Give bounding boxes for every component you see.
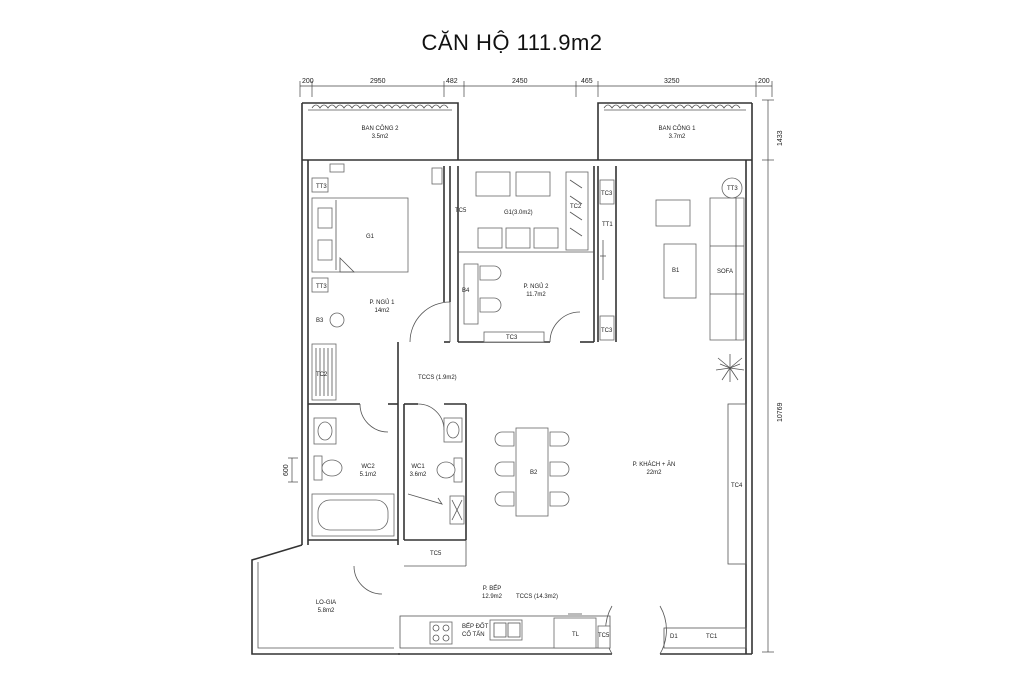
sofa [709, 197, 745, 341]
kitchen-name: P. BẾP [483, 585, 502, 592]
dim-top-5: 465 [581, 78, 593, 85]
label-sofa: SOFA [717, 269, 733, 275]
label-tc5-c: TC5 [598, 633, 610, 639]
dim-top-2: 2950 [370, 78, 386, 85]
label-tl: TL [572, 632, 580, 638]
bedroom1-area: 14m2 [374, 308, 390, 314]
label-g1-small: G1(3.0m2) [504, 210, 533, 216]
dim-left: 600 [283, 464, 290, 476]
label-d1: D1 [670, 634, 678, 640]
bedroom2-area: 11.7m2 [526, 292, 546, 298]
plant-icon [715, 354, 745, 382]
living-area: 22m2 [646, 470, 662, 476]
label-tc2: TC2 [316, 372, 328, 378]
kitchen-fixtures [429, 613, 611, 649]
label-b2: B2 [530, 470, 538, 476]
label-tc3-c: TC3 [601, 328, 613, 334]
bedroom2-name: P. NGỦ 2 [524, 283, 550, 290]
label-b1: B1 [672, 268, 680, 274]
kitchen-area: 12.9m2 [482, 594, 503, 600]
page-title: CĂN HỘ 111.9m2 [421, 30, 603, 55]
balcony1-name: BAN CÔNG 1 [658, 125, 696, 132]
doors [353, 240, 667, 655]
balcony2-area: 3.5m2 [372, 134, 389, 140]
label-b3: B3 [316, 318, 324, 324]
label-tc4: TC4 [731, 483, 743, 489]
living-name: P. KHÁCH + ĂN [633, 461, 676, 468]
dim-right-top: 1433 [777, 130, 784, 146]
tt3-circle [721, 177, 743, 199]
dim-top-7: 200 [758, 78, 770, 85]
bedroom1-name: P. NGỦ 1 [370, 299, 396, 306]
label-b4: B4 [462, 288, 470, 294]
dining-table-b2 [515, 427, 549, 517]
dim-top-6: 3250 [664, 78, 680, 85]
living-furniture [599, 177, 745, 382]
room-labels: BAN CÔNG 2 3.5m2 BAN CÔNG 1 3.7m2 P. NGỦ… [316, 125, 696, 614]
label-tc2-b: TC2 [570, 204, 582, 210]
label-g1: G1 [366, 234, 375, 240]
balcony2-name: BAN CÔNG 2 [361, 125, 399, 132]
label-tc5-a: TC5 [455, 208, 467, 214]
wc1-name: WC1 [411, 464, 425, 470]
label-bep: BẾP ĐỐT [462, 623, 489, 630]
label-tt1: TT1 [602, 222, 613, 228]
label-tt3-a: TT3 [316, 184, 327, 190]
label-tt3-b: TT3 [316, 284, 327, 290]
label-tc3-a: TC3 [506, 335, 518, 341]
left-dimension: 600 [283, 457, 298, 483]
logia-name: LO-GIA [316, 600, 336, 606]
balcony1-area: 3.7m2 [669, 134, 686, 140]
furniture-labels: TT3 G1 TT3 B3 TC2 TC5 G1(3.0m2) TC2 B4 T… [316, 184, 743, 640]
label-tccs-a: TCCS (1.9m2) [418, 375, 457, 381]
dim-top-3: 482 [446, 78, 458, 85]
bedroom2-furniture [463, 171, 589, 343]
top-dimensions: 200 2950 482 2450 465 3250 200 [299, 78, 773, 97]
interior-walls [308, 166, 747, 649]
label-tc3-b: TC3 [601, 191, 613, 197]
dim-top-4: 2450 [512, 78, 528, 85]
label-cotan: CỐ TẤN [462, 631, 485, 638]
balcony-plants [311, 104, 741, 109]
dining-furniture [494, 427, 570, 517]
wc1-area: 3.6m2 [410, 472, 427, 478]
label-tt3-c: TT3 [727, 186, 738, 192]
right-dimensions: 1433 10769 [762, 99, 784, 653]
logia-area: 5.8m2 [318, 608, 335, 614]
dim-top-1: 200 [302, 78, 314, 85]
bathroom-fixtures [311, 417, 465, 537]
wc2-name: WC2 [361, 464, 375, 470]
label-tc1: TC1 [706, 634, 718, 640]
wc2-area: 5.1m2 [360, 472, 377, 478]
bedroom1-furniture [311, 163, 443, 401]
label-tccs-b: TCCS (14.3m2) [516, 594, 558, 600]
label-tc5-b: TC5 [430, 551, 442, 557]
dim-right-main: 10769 [777, 402, 784, 422]
